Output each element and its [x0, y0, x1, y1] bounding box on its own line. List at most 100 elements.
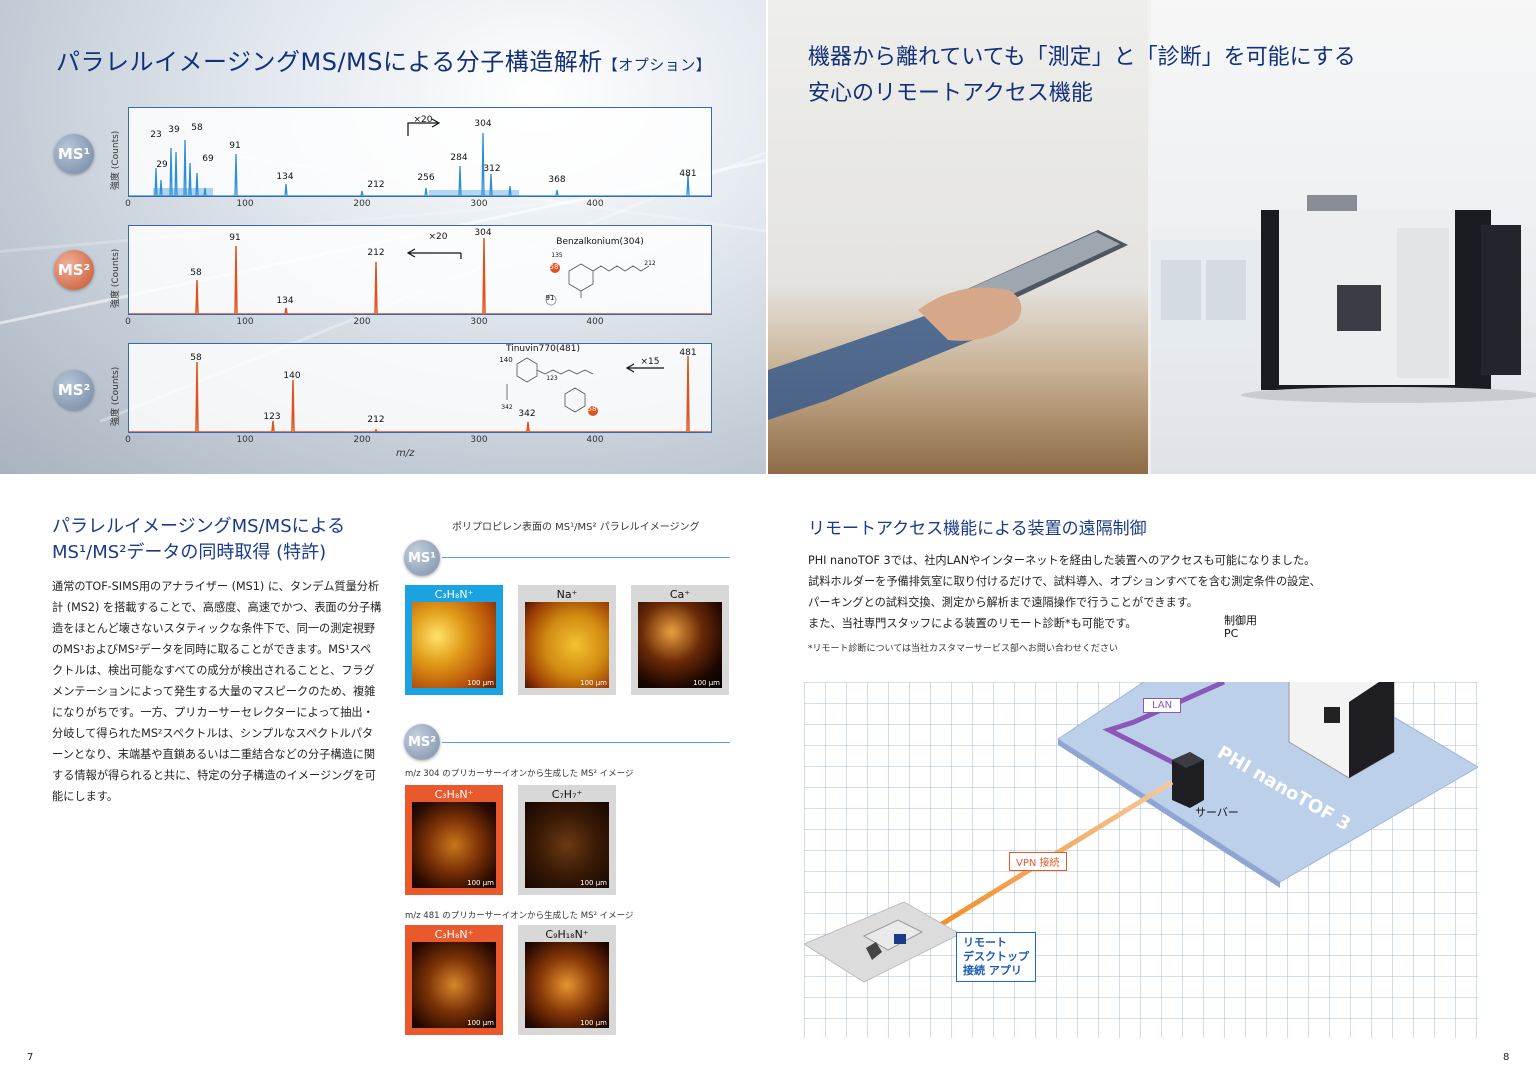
- ms2-481-y-label: 強度 (Counts): [111, 366, 121, 426]
- ms2-481-peak-label: 342: [518, 409, 536, 419]
- ms1-y-label: 強度 (Counts): [111, 130, 121, 190]
- scale-bar: 100 μm: [580, 879, 607, 887]
- image-label: C₃H₈N⁺: [434, 588, 474, 601]
- ms2-304-peak-label: 58: [190, 268, 202, 278]
- x-axis-label: m/z: [396, 448, 415, 459]
- body-line: パーキングとの試料交換、測定から解析まで遠隔操作で行うことができます。: [808, 596, 1198, 609]
- ms1-peak-label: 23: [150, 130, 162, 140]
- ms2-481-image-c9h18n: C₉H₁₈N⁺ 100 μm: [518, 925, 616, 1035]
- ms2-481-peak-label: 140: [283, 371, 301, 381]
- ms1-peak-label: 481: [679, 169, 697, 179]
- control-pc-line1: 制御用: [1224, 614, 1257, 627]
- ms1-peak-label: 284: [450, 153, 468, 163]
- ms1-peak-label: 212: [367, 180, 385, 190]
- ms2-304-peak-label: 134: [276, 296, 294, 306]
- ms1-images-badge: MS¹: [404, 540, 440, 576]
- ms2-badge: MS²: [54, 370, 94, 410]
- scale-bar: 100 μm: [467, 679, 494, 687]
- ms2-481-compound: Tinuvin770(481): [505, 344, 581, 354]
- ms2-481-peak-label: 481: [679, 348, 697, 358]
- ms2-481-tick: 300: [470, 435, 488, 445]
- ms2-481-structure-label: 58: [587, 405, 597, 413]
- ms2-304-image-c7h7: C₇H₇⁺ 100 μm: [518, 785, 616, 895]
- ms1-spectrum-panel: [128, 107, 712, 197]
- section-title-line1: パラレルイメージングMS/MSによる: [52, 516, 346, 537]
- ms2-481-structure-label: 123: [546, 375, 558, 382]
- ms2-304-structure-label: 212: [644, 260, 656, 267]
- ms2-304-y-label: 強度 (Counts): [111, 248, 121, 308]
- server-label: サーバー: [1195, 806, 1239, 819]
- ion-map: [525, 942, 609, 1028]
- vpn-label: VPN 接続: [1009, 852, 1067, 871]
- section-title-remote: リモートアクセス機能による装置の遠隔制御: [808, 519, 1147, 539]
- scale-bar: 100 μm: [467, 1019, 494, 1027]
- ms1-tick: 300: [470, 199, 488, 209]
- ms2-304-spectrum-panel: [128, 225, 712, 315]
- remote-desktop-app-label: リモート デスクトップ 接続 アプリ: [956, 932, 1036, 982]
- ms2-481-spectrum-panel: [128, 343, 712, 433]
- ms2-481-tick: 100: [236, 435, 254, 445]
- remote-note: *リモート診断については当社カスタマーサービス部へお問い合わせください: [808, 644, 1118, 654]
- divider: [442, 742, 730, 743]
- ms1-peak-label: 91: [229, 141, 241, 151]
- ms2-304-image-c3h8n: C₃H₈N⁺ 100 μm: [405, 785, 503, 895]
- ms2-481-spectrum-plot: [129, 355, 711, 433]
- remote-hero-title-line1: 機器から離れていても「測定」と「診断」を可能にする: [808, 45, 1356, 70]
- scale-bar: 100 μm: [580, 679, 607, 687]
- ms2-304-structure-label: 58: [549, 263, 559, 271]
- ms1-tick: 100: [236, 199, 254, 209]
- ms1-tick: 400: [586, 199, 604, 209]
- ion-map: [412, 802, 496, 888]
- page-number-right: 8: [1503, 1052, 1510, 1063]
- ms1-peak-label: 29: [156, 160, 168, 170]
- app-line3: 接続 アプリ: [963, 964, 1022, 977]
- body-line: 試料ホルダーを予備排気室に取り付けるだけで、試料導入、オプションすべてを含む測定…: [808, 575, 1321, 588]
- page-title: パラレルイメージングMS/MSによる分子構造解析【オプション】: [56, 42, 711, 77]
- lan-label: LAN: [1143, 698, 1182, 713]
- ms2-images-badge: MS²: [404, 724, 440, 760]
- ion-map: [412, 942, 496, 1028]
- ms1-badge: MS¹: [54, 134, 94, 174]
- ms2-481-tick: 200: [353, 435, 371, 445]
- ms2-481-peak-label: 123: [263, 412, 281, 422]
- section-title-line2: MS¹/MS²データの同時取得 (特許): [52, 542, 327, 563]
- ms2-481-peak-label: 212: [367, 415, 385, 425]
- ms2-304-structure-label: 135: [551, 252, 563, 259]
- ms2-304-spectrum-plot: [129, 237, 711, 315]
- ion-map: [412, 602, 496, 688]
- ms2-304-tick: 300: [470, 317, 488, 327]
- ms2-481-structure-label: 140: [499, 356, 513, 364]
- ms2-481-magnification: ×15: [640, 357, 660, 367]
- ms2-304-magnification: ×20: [428, 232, 448, 242]
- ms2-304-peak-label: 212: [367, 248, 385, 258]
- ms2-481-peak-label: 58: [190, 353, 202, 363]
- ms2-481-tick: 400: [586, 435, 604, 445]
- image-label: C₃H₈N⁺: [434, 928, 474, 941]
- app-line2: デスクトップ: [963, 950, 1029, 963]
- control-pc-label: 制御用 PC: [1224, 614, 1257, 640]
- ms2-481-image-c3h8n: C₃H₈N⁺ 100 μm: [405, 925, 503, 1035]
- section-body-parallel-imaging: 通常のTOF-SIMS用のアナライザー (MS1) に、タンデム質量分析計 (M…: [52, 580, 382, 803]
- ms2-304-structure-label: 91: [545, 294, 555, 302]
- ms1-peak-label: 69: [202, 154, 214, 164]
- ms1-image-ca: Ca⁺ 100 μm: [631, 585, 729, 695]
- page-number-left: 7: [27, 1052, 34, 1063]
- hero-photos: [768, 0, 1536, 474]
- body-line: また、当社専門スタッフによる装置のリモート診断*も可能です。: [808, 617, 1137, 630]
- ms1-image-c3h8n: C₃H₈N⁺ 100 μm: [405, 585, 503, 695]
- ms2-304-tick: 100: [236, 317, 254, 327]
- tablet-photo: [768, 0, 1148, 474]
- body-line: PHI nanoTOF 3では、社内LANやインターネットを経由した装置へのアク…: [808, 554, 1316, 567]
- images-caption: ポリプロピレン表面の MS¹/MS² パラレルイメージング: [452, 522, 700, 533]
- ion-map: [638, 602, 722, 688]
- section-title-parallel-imaging: パラレルイメージングMS/MSによる MS¹/MS²データの同時取得 (特許): [52, 514, 345, 566]
- ms2-304-compound: Benzalkonium(304): [556, 237, 644, 247]
- scale-bar: 100 μm: [693, 679, 720, 687]
- ion-map: [525, 802, 609, 888]
- ms1-peak-label: 312: [483, 164, 501, 174]
- ms1-peak-label: 256: [417, 173, 435, 183]
- ms2-304-peak-label: 91: [229, 233, 241, 243]
- control-pc-line2: PC: [1224, 627, 1239, 640]
- app-line1: リモート: [963, 936, 1007, 949]
- ms1-image-na: Na⁺ 100 μm: [518, 585, 616, 695]
